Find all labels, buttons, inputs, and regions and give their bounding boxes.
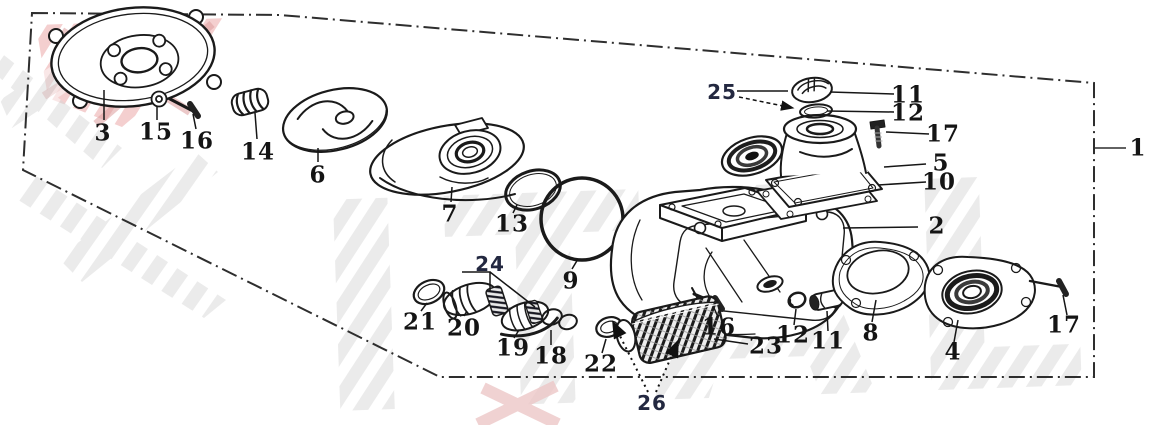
leader-lines bbox=[103, 90, 1068, 354]
part-callout-17: 17 bbox=[1046, 311, 1082, 339]
part-18-rings bbox=[541, 308, 578, 331]
part-7-volute bbox=[369, 117, 525, 202]
part-callout-3: 3 bbox=[94, 119, 112, 147]
part-callout-22: 22 bbox=[583, 350, 619, 378]
part-callout-20: 20 bbox=[446, 314, 482, 342]
part-callout-13: 13 bbox=[494, 210, 530, 238]
part-callout-18: 18 bbox=[533, 342, 569, 370]
part-callout-5: 5 bbox=[932, 149, 950, 177]
part-14-bushing bbox=[230, 87, 270, 117]
part-16-bolt-left bbox=[168, 97, 201, 119]
part-callout-11: 11 bbox=[810, 327, 846, 355]
part-callout-17: 17 bbox=[925, 120, 961, 148]
part-callout-9: 9 bbox=[562, 267, 580, 295]
part-21-oring bbox=[412, 278, 446, 306]
part-callout-11: 11 bbox=[890, 81, 926, 109]
part-callout-10: 10 bbox=[921, 168, 957, 196]
part-callout-25: 25 bbox=[707, 80, 737, 104]
part-callout-19: 19 bbox=[495, 334, 531, 362]
part-6-impeller bbox=[281, 87, 389, 153]
part-callout-12: 12 bbox=[890, 99, 926, 127]
part-callout-1: 1 bbox=[1129, 134, 1147, 162]
figure-border bbox=[21, 11, 1126, 378]
part-12-oring-top bbox=[799, 103, 833, 119]
part-17-bolt-top bbox=[869, 119, 886, 149]
part-callout-16: 16 bbox=[179, 127, 215, 155]
part-24-clamp-b bbox=[525, 299, 543, 325]
arrow-leaders bbox=[612, 96, 795, 393]
part-callout-12: 12 bbox=[775, 321, 811, 349]
part-4-cover bbox=[923, 255, 1036, 330]
part-callout-26: 26 bbox=[637, 391, 667, 415]
part-24-clamp-a bbox=[485, 285, 509, 317]
part-callout-4: 4 bbox=[944, 338, 962, 366]
part-17-bolt-right bbox=[1028, 278, 1069, 297]
part-12-ring-bottom bbox=[787, 291, 807, 309]
part-callout-24: 24 bbox=[475, 252, 505, 276]
part-callout-8: 8 bbox=[862, 319, 880, 347]
part-callout-23: 23 bbox=[748, 332, 784, 360]
part-callout-7: 7 bbox=[441, 200, 459, 228]
part-13-oring bbox=[504, 168, 562, 212]
part-callout-2: 2 bbox=[928, 212, 946, 240]
part-callout-21: 21 bbox=[402, 308, 438, 336]
part-3-cover bbox=[48, 6, 222, 109]
part-15-washer bbox=[150, 90, 168, 108]
part-callout-6: 6 bbox=[309, 161, 327, 189]
part-callout-15: 15 bbox=[138, 118, 174, 146]
part-11-cap-top bbox=[791, 76, 833, 104]
part-callout-16: 16 bbox=[701, 313, 737, 341]
part-callout-14: 14 bbox=[240, 138, 276, 166]
part-11-fitting-bottom bbox=[809, 289, 845, 311]
elbow-hose-stub bbox=[720, 135, 784, 177]
part-elbow-body bbox=[720, 113, 868, 177]
